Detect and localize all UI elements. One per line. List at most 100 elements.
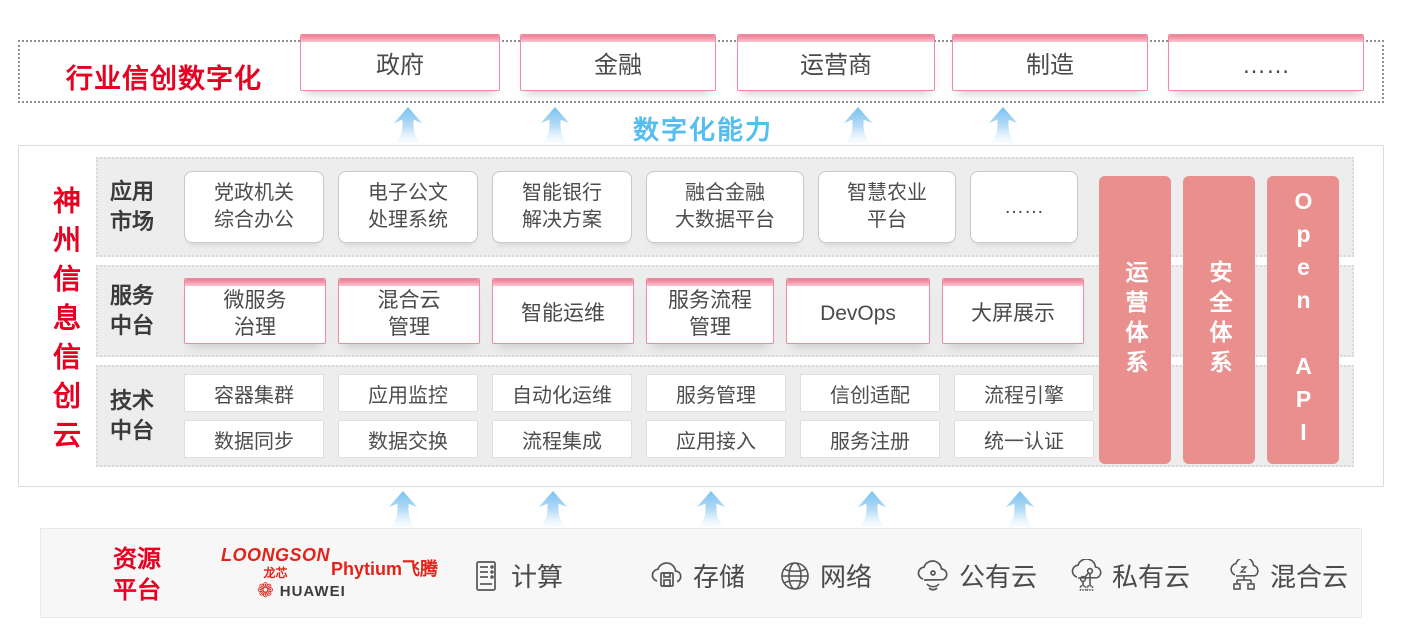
industry-label: 运营商 xyxy=(800,52,872,79)
tech-platform-cards: 容器集群 应用监控 自动化运维 服务管理 信创适配 流程引擎 数据同步 数据交换… xyxy=(184,374,1108,458)
resource-item-label: 公有云 xyxy=(959,562,1038,592)
huawei-flower-icon: ❁ xyxy=(257,580,274,602)
tech-card: 统一认证 xyxy=(954,420,1094,458)
service-platform-label: 服务 中台 xyxy=(110,283,155,338)
resource-item-label: 混合云 xyxy=(1270,562,1349,592)
tech-card: 服务注册 xyxy=(800,420,940,458)
service-card: 大屏展示 xyxy=(942,278,1084,344)
loongson-wordmark: LOONGSON xyxy=(221,545,331,565)
industry-card-government: 政府 xyxy=(300,34,500,91)
resource-panel: 资源 平台 LOONGSON 龙芯 Phytium飞腾 ❁ HUAWEI 计算 … xyxy=(40,528,1362,618)
app-card: 电子公文 处理系统 xyxy=(338,171,478,243)
resource-item-private-cloud: 私有云 xyxy=(1068,557,1190,594)
tech-platform-row: 技术 中台 容器集群 应用监控 自动化运维 服务管理 信创适配 流程引擎 数据同… xyxy=(96,365,1354,467)
resource-item-label: 私有云 xyxy=(1112,562,1191,592)
tech-card: 应用接入 xyxy=(646,420,786,458)
resource-item-label: 计算 xyxy=(511,562,564,592)
tech-card: 数据交换 xyxy=(338,420,478,458)
resource-item-storage: 存储 xyxy=(649,557,745,594)
service-card-label: 大屏展示 xyxy=(971,302,1055,326)
tech-card: 服务管理 xyxy=(646,374,786,412)
pillar-security-system: 安全体系 xyxy=(1183,176,1255,464)
pill-top-strip xyxy=(943,279,1083,286)
pillar-open-api: Open API xyxy=(1267,176,1339,464)
pill-top-strip xyxy=(339,279,479,286)
service-card-label: 服务流程 管理 xyxy=(668,288,752,339)
service-card-label: 智能运维 xyxy=(521,302,605,326)
app-card-more: …… xyxy=(970,171,1078,243)
resource-item-hybrid-cloud: 混合云 xyxy=(1226,557,1348,594)
pill-top-strip xyxy=(521,35,715,42)
pill-top-strip xyxy=(787,279,929,286)
tech-card: 数据同步 xyxy=(184,420,324,458)
resource-item-network: 网络 xyxy=(778,557,872,594)
tech-line-2: 数据同步 数据交换 流程集成 应用接入 服务注册 统一认证 xyxy=(184,420,1108,458)
platform-title: 神州信息信创云 xyxy=(50,186,81,459)
pill-top-strip xyxy=(647,279,773,286)
storage-icon xyxy=(651,561,682,587)
private-cloud-icon xyxy=(1071,558,1102,591)
pill-top-strip xyxy=(953,35,1147,42)
up-arrow-icon xyxy=(696,491,726,527)
up-arrow-icon xyxy=(388,491,418,527)
service-card-label: DevOps xyxy=(820,302,896,326)
tech-card: 信创适配 xyxy=(800,374,940,412)
industry-label: …… xyxy=(1242,52,1290,79)
industry-card-finance: 金融 xyxy=(520,34,716,91)
loongson-logo: LOONGSON 龙芯 xyxy=(221,545,330,581)
public-cloud-icon xyxy=(917,559,948,591)
network-icon xyxy=(781,561,809,590)
digital-capability-label: 数字化能力 xyxy=(633,115,774,145)
resource-item-label: 网络 xyxy=(820,562,873,592)
resource-platform-label: 资源 平台 xyxy=(113,546,161,605)
service-platform-cards: 微服务 治理 混合云 管理 智能运维 服务流程 管理 DevOps xyxy=(184,278,1096,344)
industry-card-more: …… xyxy=(1168,34,1364,91)
app-market-label: 应用 市场 xyxy=(110,179,155,234)
tech-line-1: 容器集群 应用监控 自动化运维 服务管理 信创适配 流程引擎 xyxy=(184,374,1108,412)
app-card: 智慧农业 平台 xyxy=(818,171,956,243)
compute-icon xyxy=(476,560,496,591)
industry-label: 政府 xyxy=(376,52,424,79)
industry-card-manufacturing: 制造 xyxy=(952,34,1148,91)
resource-item-label: 存储 xyxy=(693,562,746,592)
up-arrow-icon xyxy=(393,107,423,143)
up-arrow-icon xyxy=(843,107,873,143)
up-arrow-icon xyxy=(1005,491,1035,527)
service-card: 服务流程 管理 xyxy=(646,278,774,344)
industry-label: 制造 xyxy=(1026,52,1074,79)
platform-container: 神州信息信创云 应用 市场 党政机关 综合办公 电子公文 处理系统 智能银行 解… xyxy=(18,145,1384,487)
pill-top-strip xyxy=(738,35,934,42)
hybrid-cloud-icon xyxy=(1230,558,1259,590)
industry-card-telecom: 运营商 xyxy=(737,34,935,91)
up-arrow-icon xyxy=(857,491,887,527)
tech-card: 自动化运维 xyxy=(492,374,632,412)
tech-card: 流程集成 xyxy=(492,420,632,458)
huawei-wordmark: HUAWEI xyxy=(279,582,346,600)
service-card: 微服务 治理 xyxy=(184,278,326,344)
service-card-label: 微服务 治理 xyxy=(223,288,287,339)
pillar-operation-system: 运营体系 xyxy=(1099,176,1171,464)
huawei-logo: ❁ HUAWEI xyxy=(257,581,346,601)
pill-top-strip xyxy=(1169,35,1363,42)
banner-title: 行业信创数字化 xyxy=(66,64,262,94)
app-market-cards: 党政机关 综合办公 电子公文 处理系统 智能银行 解决方案 融合金融 大数据平台… xyxy=(184,171,1092,243)
up-arrow-icon xyxy=(988,107,1018,143)
app-card: 智能银行 解决方案 xyxy=(492,171,632,243)
resource-item-compute: 计算 xyxy=(469,557,563,594)
service-card: DevOps xyxy=(786,278,930,344)
up-arrow-icon xyxy=(538,491,568,527)
service-card-label: 混合云 管理 xyxy=(377,288,441,339)
pill-top-strip xyxy=(185,279,325,286)
industry-label: 金融 xyxy=(594,52,642,79)
pill-top-strip xyxy=(493,279,633,286)
tech-card: 容器集群 xyxy=(184,374,324,412)
loongson-cn-label: 龙芯 xyxy=(263,566,288,580)
tech-card: 应用监控 xyxy=(338,374,478,412)
app-card: 党政机关 综合办公 xyxy=(184,171,324,243)
tech-platform-label: 技术 中台 xyxy=(110,388,155,443)
pill-top-strip xyxy=(301,35,499,42)
service-card: 混合云 管理 xyxy=(338,278,480,344)
service-card: 智能运维 xyxy=(492,278,634,344)
tech-card: 流程引擎 xyxy=(954,374,1094,412)
up-arrow-icon xyxy=(540,107,570,143)
